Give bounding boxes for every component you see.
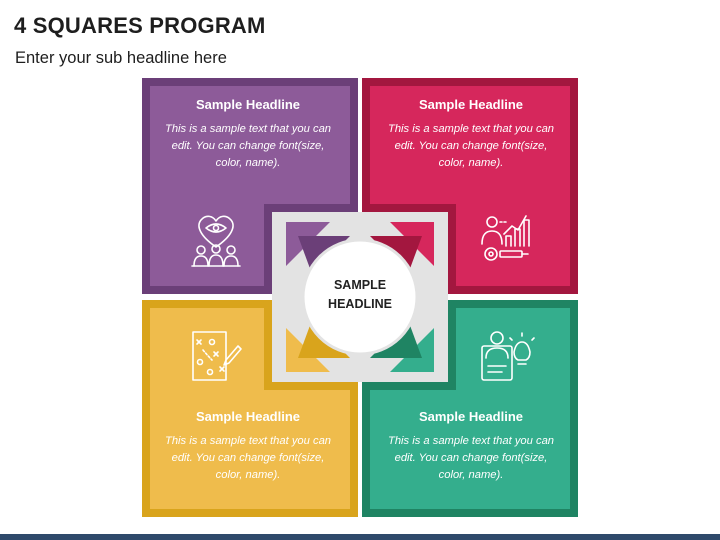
card-top-left: Sample Headline This is a sample text th… (160, 97, 336, 172)
bottom-bar (0, 534, 720, 540)
card-bottom-right-fill (370, 308, 570, 509)
card-top-left-fill (150, 86, 350, 286)
center-headline-line1: SAMPLE (333, 278, 387, 292)
card-bottom-right: Sample Headline This is a sample text th… (383, 409, 559, 484)
card-headline: Sample Headline (418, 97, 524, 112)
center-headline-line2: HEADLINE (328, 297, 392, 311)
center-circle (301, 238, 419, 356)
card-body-text: This is a sample text that you can edit.… (164, 435, 332, 481)
presenter-idea-icon (481, 331, 535, 381)
page-title: 4 SQUARES PROGRAM (14, 13, 266, 38)
card-headline: Sample Headline (195, 97, 301, 112)
card-top-right: Sample Headline This is a sample text th… (383, 97, 559, 172)
people-eye-heart-icon (191, 215, 241, 267)
center-headline: SAMPLE HEADLINE (304, 276, 416, 314)
card-bottom-left-fill (150, 308, 350, 509)
card-headline: Sample Headline (195, 409, 301, 424)
card-body-text: This is a sample text that you can edit.… (387, 123, 555, 169)
card-body-text: This is a sample text that you can edit.… (387, 435, 555, 481)
person-growth-chart-icon (481, 215, 530, 261)
strategy-board-icon (192, 331, 242, 381)
page-subtitle: Enter your sub headline here (15, 49, 227, 67)
card-headline: Sample Headline (418, 409, 524, 424)
card-bottom-left: Sample Headline This is a sample text th… (160, 409, 336, 484)
card-body-text: This is a sample text that you can edit.… (164, 123, 332, 169)
